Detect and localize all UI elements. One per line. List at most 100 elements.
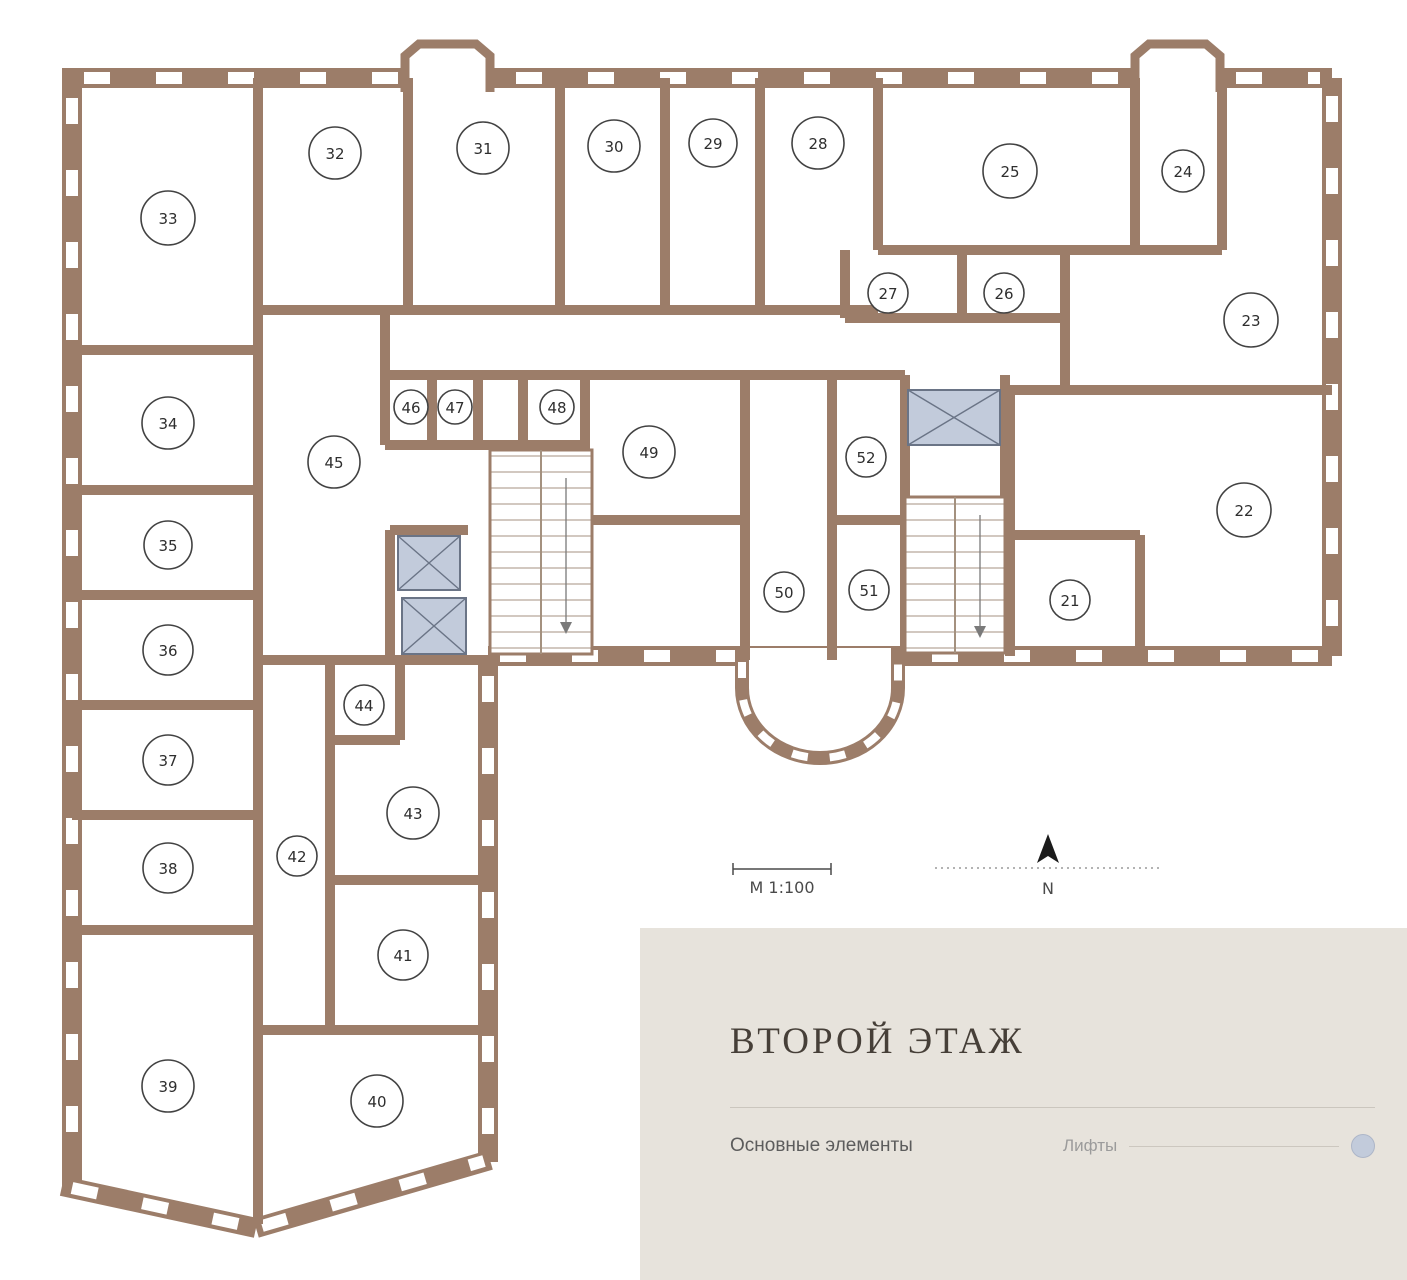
panel-divider — [730, 1107, 1375, 1108]
room-layer: 21 22 23 24 25 26 27 28 29 30 31 32 33 34 35 36 37 38 39 40… — [140, 116, 1279, 1128]
legend-leader-line — [1129, 1145, 1339, 1147]
room-circle[interactable] — [308, 126, 362, 180]
room-number: 49 — [639, 444, 658, 462]
room-circle[interactable] — [456, 121, 510, 175]
room-circle[interactable] — [587, 119, 641, 173]
room-marker-37[interactable]: 37 — [142, 734, 194, 786]
room-marker-25[interactable]: 25 — [982, 143, 1038, 199]
room-circle[interactable] — [393, 389, 429, 425]
elevator-swatch-icon — [1351, 1134, 1375, 1158]
floor-title: ВТОРОЙ ЭТАЖ — [730, 1021, 1025, 1062]
room-number: 45 — [324, 454, 343, 472]
bow-window-openings — [738, 662, 902, 762]
room-circle[interactable] — [142, 842, 194, 894]
room-marker-43[interactable]: 43 — [386, 786, 440, 840]
room-marker-30[interactable]: 30 — [587, 119, 641, 173]
room-number: 29 — [703, 135, 722, 153]
room-circle[interactable] — [791, 116, 845, 170]
legend-panel: ВТОРОЙ ЭТАЖ Основные элементы Лифты — [640, 928, 1407, 1280]
room-marker-27[interactable]: 27 — [867, 272, 909, 314]
scale-label: М 1:100 — [750, 878, 815, 897]
room-number: 30 — [604, 138, 623, 156]
room-circle[interactable] — [763, 571, 805, 613]
room-marker-45[interactable]: 45 — [307, 435, 361, 489]
room-circle[interactable] — [140, 190, 196, 246]
room-marker-48[interactable]: 48 — [539, 389, 575, 425]
room-number: 37 — [158, 752, 177, 770]
room-number: 48 — [547, 399, 566, 417]
room-circle[interactable] — [982, 143, 1038, 199]
room-circle[interactable] — [848, 569, 890, 611]
room-circle[interactable] — [867, 272, 909, 314]
room-marker-21[interactable]: 21 — [1049, 579, 1091, 621]
room-circle[interactable] — [983, 272, 1025, 314]
room-number: 26 — [994, 285, 1013, 303]
room-number: 34 — [158, 415, 177, 433]
interior-walls — [72, 78, 1332, 1224]
room-circle[interactable] — [143, 520, 193, 570]
room-marker-36[interactable]: 36 — [142, 624, 194, 676]
room-circle[interactable] — [141, 396, 195, 450]
room-circle[interactable] — [142, 624, 194, 676]
room-circle[interactable] — [1223, 292, 1279, 348]
elevator-marker — [401, 597, 467, 655]
room-marker-35[interactable]: 35 — [143, 520, 193, 570]
legend-item-elevators[interactable]: Лифты — [1063, 1134, 1375, 1158]
room-marker-51[interactable]: 51 — [848, 569, 890, 611]
elevator-marker — [907, 389, 1001, 446]
room-number: 27 — [878, 285, 897, 303]
room-circle[interactable] — [688, 118, 738, 168]
room-number: 28 — [808, 135, 827, 153]
room-circle[interactable] — [386, 786, 440, 840]
room-circle[interactable] — [307, 435, 361, 489]
north-arrow-icon — [1037, 834, 1059, 863]
room-number: 33 — [158, 210, 177, 228]
room-circle[interactable] — [845, 436, 887, 478]
room-circle[interactable] — [1161, 149, 1205, 193]
room-circle[interactable] — [142, 734, 194, 786]
room-marker-29[interactable]: 29 — [688, 118, 738, 168]
room-number: 51 — [859, 582, 878, 600]
north-indicator: N — [935, 834, 1160, 898]
room-circle[interactable] — [539, 389, 575, 425]
room-marker-22[interactable]: 22 — [1216, 482, 1272, 538]
room-marker-40[interactable]: 40 — [350, 1074, 404, 1128]
room-marker-24[interactable]: 24 — [1161, 149, 1205, 193]
room-marker-47[interactable]: 47 — [437, 389, 473, 425]
legend-item-label: Лифты — [1063, 1136, 1118, 1155]
room-circle[interactable] — [276, 835, 318, 877]
room-circle[interactable] — [437, 389, 473, 425]
room-marker-31[interactable]: 31 — [456, 121, 510, 175]
room-marker-32[interactable]: 32 — [308, 126, 362, 180]
room-marker-26[interactable]: 26 — [983, 272, 1025, 314]
room-marker-28[interactable]: 28 — [791, 116, 845, 170]
room-number: 42 — [287, 848, 306, 866]
room-marker-33[interactable]: 33 — [140, 190, 196, 246]
room-marker-52[interactable]: 52 — [845, 436, 887, 478]
room-number: 24 — [1173, 163, 1192, 181]
staircase-left — [488, 448, 594, 656]
room-circle[interactable] — [377, 929, 429, 981]
room-circle[interactable] — [343, 684, 385, 726]
room-marker-44[interactable]: 44 — [343, 684, 385, 726]
room-circle[interactable] — [1216, 482, 1272, 538]
room-marker-23[interactable]: 23 — [1223, 292, 1279, 348]
room-number: 25 — [1000, 163, 1019, 181]
room-marker-50[interactable]: 50 — [763, 571, 805, 613]
room-marker-41[interactable]: 41 — [377, 929, 429, 981]
room-marker-39[interactable]: 39 — [141, 1059, 195, 1113]
room-marker-49[interactable]: 49 — [622, 425, 676, 479]
room-number: 22 — [1234, 502, 1253, 520]
room-marker-42[interactable]: 42 — [276, 835, 318, 877]
room-marker-46[interactable]: 46 — [393, 389, 429, 425]
room-circle[interactable] — [1049, 579, 1091, 621]
room-circle[interactable] — [350, 1074, 404, 1128]
room-circle[interactable] — [141, 1059, 195, 1113]
room-circle[interactable] — [622, 425, 676, 479]
room-marker-38[interactable]: 38 — [142, 842, 194, 894]
elevator-marker — [397, 535, 461, 591]
room-number: 36 — [158, 642, 177, 660]
room-number: 50 — [774, 584, 793, 602]
room-marker-34[interactable]: 34 — [141, 396, 195, 450]
window-openings — [66, 72, 1338, 1233]
